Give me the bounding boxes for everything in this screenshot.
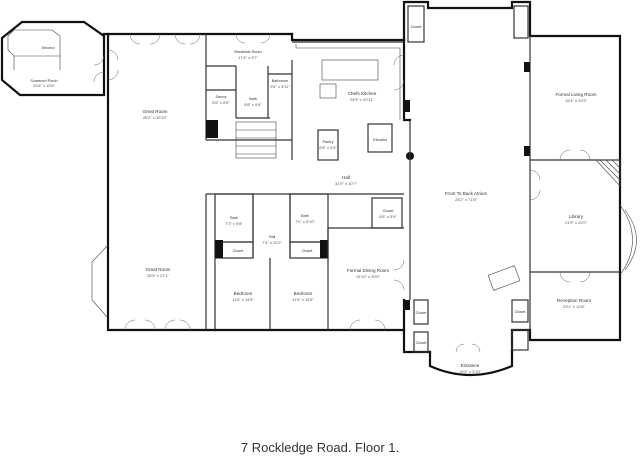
label-bath-right: Bath — [301, 214, 309, 218]
interior-walls — [205, 5, 621, 353]
dim-chefs-kitchen: 24'9" x 20'11" — [350, 97, 374, 102]
dim-screened-porch: 20'6" x 15'6" — [33, 83, 56, 88]
label-formal-dining-room: Formal Dining Room — [347, 268, 389, 273]
label-pantry: Pantry — [323, 140, 334, 144]
label-atrium: Front To Back Atrium — [445, 191, 488, 196]
label-formal-living-room: Formal Living Room — [555, 92, 596, 97]
label-great-room-top: Great Room — [142, 109, 167, 114]
label-hall-small: Hall — [269, 235, 276, 239]
dim-library: 21'9" x 22'0" — [565, 220, 588, 225]
dim-bedroom-right: 11'9" x 14'5" — [292, 297, 314, 302]
label-bath-top: Bath — [249, 97, 257, 101]
label-hall-center: Hall — [342, 175, 350, 180]
floor-plan-caption: 7 Rockledge Road. Floor 1. — [240, 440, 400, 455]
label-closet-left-entry: Closet — [416, 311, 428, 315]
label-closet-b: Closet — [302, 249, 314, 253]
dim-bath-right: 7'0" x 9'10" — [295, 219, 315, 224]
dim-closet-center: 6'6" x 5'9" — [379, 214, 397, 219]
dim-great-room-top: 26'2" x 32'10" — [143, 115, 168, 120]
label-closet-bottom-left: Closet — [416, 341, 428, 345]
dim-reception-room: 23'1" x 10'6" — [563, 304, 586, 309]
doors — [107, 33, 591, 353]
label-reception-room: Reception Room — [557, 298, 591, 303]
label-closet-right-entry: Closet — [515, 310, 527, 314]
label-sauna: Sauna — [216, 95, 228, 99]
label-bath-left: Bath — [230, 216, 238, 220]
dim-bath-top: 8'8" x 6'6" — [244, 102, 262, 107]
dim-bathroom: 9'6" x 5'11" — [270, 84, 290, 89]
label-bedroom-right: Bedroom — [294, 291, 313, 296]
label-bedroom-left: Bedroom — [234, 291, 253, 296]
label-elevator: Elevator — [373, 138, 388, 142]
label-second: Second — [42, 46, 55, 50]
dim-hall-small: 7'4" x 12'2" — [262, 240, 282, 245]
dim-breakfast-room: 17'4" x 9'7" — [238, 55, 258, 60]
dim-atrium: 28'2" x 71'8" — [455, 197, 478, 202]
label-bathroom: Bathroom — [272, 79, 288, 83]
label-great-room-bottom: Great Room — [145, 267, 170, 272]
dim-bedroom-left: 11'5" x 14'5" — [232, 297, 254, 302]
label-closet-a: Closet — [233, 249, 245, 253]
dim-hall-center: 31'9" x 10'7" — [335, 181, 358, 186]
label-chefs-kitchen: Chefs Kitchen — [348, 91, 377, 96]
dim-great-room-bottom: 25'9" x 27'1" — [147, 273, 170, 278]
corner-stair — [595, 159, 621, 187]
dim-pantry: 6'8" x 5'4" — [319, 145, 337, 150]
label-entrance: Entrance — [461, 363, 480, 368]
label-breakfast-room: Breakfast Room — [234, 50, 261, 54]
dim-entrance: 19'2" x 3'10" — [459, 369, 482, 374]
label-closet-top: Closet — [411, 25, 423, 29]
exterior-walls — [91, 0, 637, 377]
staircase — [235, 121, 277, 159]
label-closet-center: Closet — [383, 209, 395, 213]
dim-sauna: 5'6" x 6'6" — [212, 100, 230, 105]
label-screened-porch: Screened Porch — [30, 79, 57, 83]
screened-porch-area — [0, 20, 106, 97]
dim-formal-dining-room: 15'10" x 20'5" — [356, 274, 381, 279]
dim-formal-living-room: 19'4" x 29'3" — [565, 98, 588, 103]
dim-bath-left: 7'3" x 9'8" — [225, 221, 243, 226]
floor-plan: Second Screened Porch 20'6" x 15'6" Grea… — [0, 0, 637, 377]
label-library: Library — [569, 214, 584, 219]
room-labels: Second Screened Porch 20'6" x 15'6" Grea… — [30, 25, 596, 374]
